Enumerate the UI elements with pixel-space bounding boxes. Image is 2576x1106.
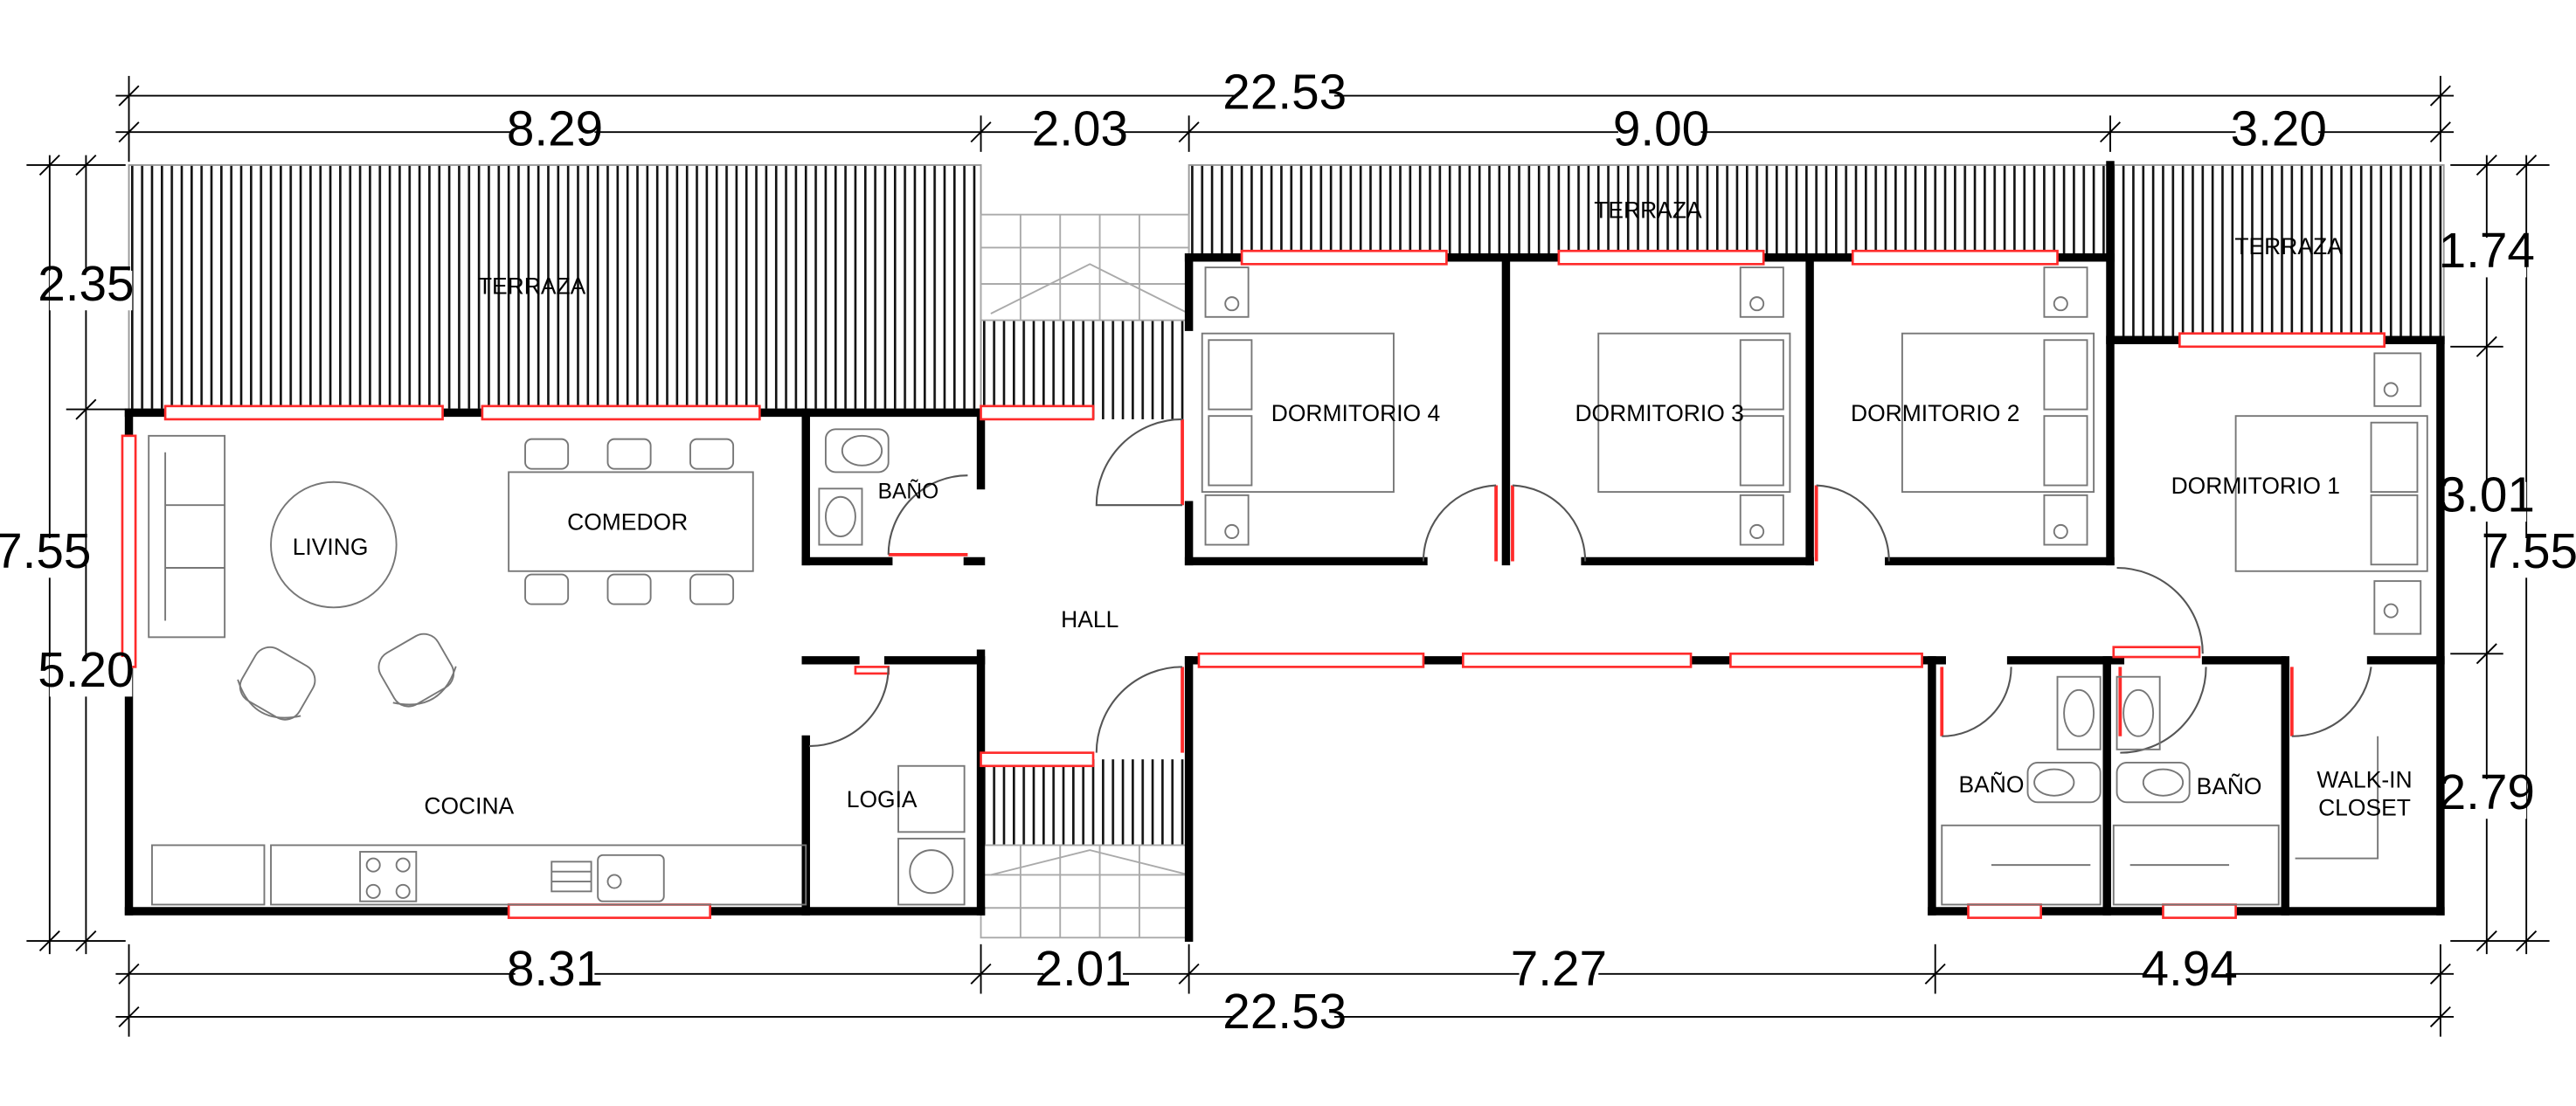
label-cocina: COCINA (424, 793, 514, 819)
label-dormitorio-1: DORMITORIO 1 (2171, 473, 2340, 499)
dim-left-top: 2.35 (38, 257, 134, 312)
dim-top-d: 3.20 (2231, 101, 2327, 156)
bath-3-fixtures (2112, 675, 2280, 906)
closet-shelf (2295, 736, 2379, 860)
coffee-table (270, 480, 398, 609)
fridge (151, 844, 266, 906)
dim-bottom-a: 8.31 (507, 942, 603, 997)
label-logia: LOGIA (847, 786, 918, 812)
label-dormitorio-2: DORMITORIO 2 (1851, 400, 2019, 426)
bed-dormitorio-2 (1901, 266, 2095, 546)
dim-right-top: 1.74 (2439, 224, 2535, 279)
label-hall: HALL (1061, 606, 1118, 632)
dim-top-c: 9.00 (1613, 101, 1709, 156)
terrace-decks (128, 164, 2445, 846)
doors (809, 418, 2372, 754)
dim-overall-top: 22.53 (1222, 66, 1347, 121)
washbasin-icon (818, 487, 863, 546)
label-bano-2: BAÑO (1958, 771, 2024, 798)
label-dormitorio-4: DORMITORIO 4 (1271, 400, 1440, 426)
walls (124, 161, 2445, 942)
washing-machine (897, 837, 966, 906)
armchair (237, 646, 316, 721)
dim-right-total: 7.55 (2482, 524, 2576, 579)
label-living: LIVING (293, 534, 369, 560)
kitchen-counter (270, 844, 807, 906)
label-walkin-line2: CLOSET (2318, 794, 2411, 820)
sofa (148, 434, 226, 639)
dim-bottom-b: 2.01 (1035, 942, 1132, 997)
bed-dormitorio-3 (1597, 266, 1791, 546)
dim-left-total: 7.55 (0, 524, 91, 579)
dim-bottom-d: 4.94 (2142, 942, 2238, 997)
dining-chairs (524, 438, 735, 605)
dim-left-bottom: 5.20 (38, 643, 134, 698)
label-bano-1: BAÑO (878, 480, 939, 504)
dim-top-b: 2.03 (1032, 101, 1128, 156)
dim-right-mid: 3.01 (2439, 468, 2535, 523)
label-walkin-line1: WALK-IN (2316, 766, 2412, 792)
dim-overall-bottom: 22.53 (1222, 985, 1347, 1040)
bed-dormitorio-1 (2234, 352, 2428, 635)
label-bano-3: BAÑO (2197, 773, 2262, 799)
dimension-labels: 22.53 8.29 2.03 9.00 3.20 8.31 2.01 7.27… (0, 66, 2576, 1040)
dining-table (508, 471, 754, 572)
dim-bottom-c: 7.27 (1511, 942, 1607, 997)
cooktop-icon (359, 851, 418, 902)
label-terraza-3: TERRAZA (2234, 233, 2343, 259)
water-heater (897, 764, 966, 833)
toilet-icon (824, 428, 890, 474)
windows (121, 249, 2386, 919)
bed-dormitorio-4 (1201, 266, 1395, 546)
label-terraza-1: TERRAZA (478, 273, 586, 299)
label-terraza-2: TERRAZA (1594, 197, 1702, 223)
dim-top-a: 8.29 (507, 101, 603, 156)
label-comedor: COMEDOR (567, 509, 688, 536)
bath-2-fixtures (1941, 675, 2102, 906)
furniture (148, 266, 2428, 906)
sink-icon (551, 854, 665, 902)
dim-right-bottom: 2.79 (2439, 765, 2535, 820)
room-labels: TERRAZA TERRAZA TERRAZA LIVING COMEDOR C… (293, 197, 2413, 820)
label-dormitorio-3: DORMITORIO 3 (1575, 400, 1743, 426)
armchair (377, 632, 457, 708)
